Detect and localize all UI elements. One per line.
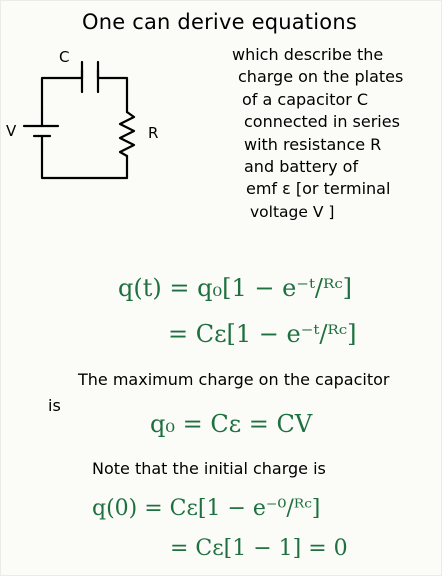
battery-label: V xyxy=(6,122,17,140)
equation-charge-vs-time-ce: = Cε[1 − e⁻ᵗ/ᴿᶜ] xyxy=(168,320,357,348)
max-charge-text: The maximum charge on the capacitor xyxy=(78,370,390,389)
description-line: connected in series xyxy=(244,112,400,132)
is-text: is xyxy=(48,396,61,415)
description-line: emf ε [or terminal xyxy=(246,179,391,199)
circuit-wire-top-left xyxy=(40,68,84,110)
description-line: voltage V ] xyxy=(250,202,335,221)
description-line: charge on the plates xyxy=(238,67,404,87)
equation-initial-charge-result: = Cε[1 − 1] = 0 xyxy=(170,536,348,561)
resistor-symbol xyxy=(118,110,136,158)
page-title: One can derive equations xyxy=(82,10,357,34)
description-line: with resistance R xyxy=(244,134,382,154)
circuit-wire-top-right xyxy=(96,68,129,114)
circuit-wire-bottom xyxy=(40,144,129,180)
capacitor-label: C xyxy=(59,48,69,66)
note-text: Note that the initial charge is xyxy=(92,459,326,478)
description-block: which describe the charge on the plates … xyxy=(232,44,403,223)
equation-max-charge: q₀ = Cε = CV xyxy=(150,410,313,438)
rc-circuit-diagram: C R V xyxy=(6,48,158,180)
equation-charge-vs-time: q(t) = q₀[1 − e⁻ᵗ/ᴿᶜ] xyxy=(118,274,353,302)
equation-initial-charge: q(0) = Cε[1 − e⁻⁰/ᴿᶜ] xyxy=(92,496,321,521)
description-line: which describe the xyxy=(232,45,384,64)
resistor-label: R xyxy=(148,124,158,142)
description-line: and battery of xyxy=(244,157,359,177)
description-line: of a capacitor C xyxy=(242,89,369,109)
